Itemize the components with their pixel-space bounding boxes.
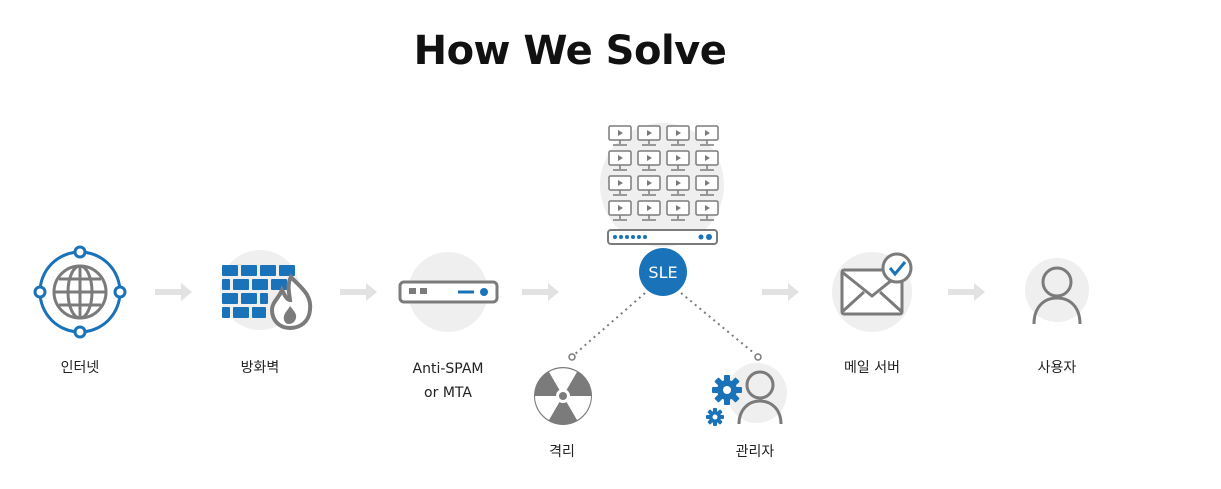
page-title: How We Solve [413,28,727,74]
monitor-icon [637,125,661,146]
monitor-icon [666,150,690,171]
user-icon [1025,258,1089,325]
monitor-icon [637,200,661,221]
globe-icon [33,245,127,339]
monitor-icon [608,150,632,171]
anti-spam-appliance-icon [398,252,499,332]
sle-badge: SLE [639,248,687,296]
label-firewall: 방화벽 [240,360,280,376]
connector-line [680,292,756,355]
flow-arrow [762,283,799,301]
monitor-icon [637,150,661,171]
flow-arrow [948,283,985,301]
flow-arrow [522,283,559,301]
radiation-icon [534,367,592,425]
mail-server-icon [832,252,913,332]
monitor-icon [695,150,719,171]
monitor-icon [666,175,690,196]
flow-arrow [155,283,192,301]
monitor-icon [666,200,690,221]
connector-end [568,353,576,361]
flow-arrow [340,283,377,301]
connector-end [754,353,762,361]
label-anti-spam-line2: or MTA [424,385,472,401]
monitor-icon [666,125,690,146]
monitor-icon [608,125,632,146]
label-internet: 인터넷 [60,360,100,376]
monitor-icon [695,175,719,196]
label-admin: 관리자 [735,444,775,460]
monitor-icon [695,200,719,221]
monitor-icon [608,175,632,196]
firewall-icon [220,250,313,331]
monitor-icon [608,200,632,221]
label-anti-spam: Anti-SPAM or MTA [398,357,498,405]
admin-icon [706,363,787,426]
server-rack-icon [600,123,724,247]
gear-icon [712,375,742,405]
label-user: 사용자 [1037,360,1077,376]
monitor-icon [695,125,719,146]
connector-line [574,292,646,355]
monitor-icon [637,175,661,196]
label-mail-server: 메일 서버 [844,360,900,376]
sle-badge-label: SLE [648,263,677,282]
gear-icon [706,408,724,426]
check-icon [881,252,913,284]
label-anti-spam-line1: Anti-SPAM [412,361,484,377]
label-quarantine: 격리 [549,444,575,460]
